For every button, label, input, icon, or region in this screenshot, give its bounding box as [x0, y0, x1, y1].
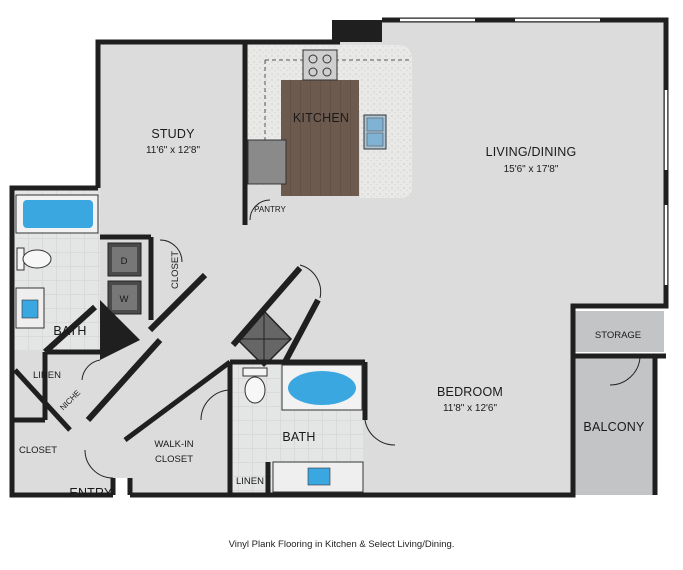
- living-dining-label: LIVING/DINING: [486, 145, 577, 159]
- washer-label: W: [120, 294, 129, 305]
- vanity-right-icon: [272, 461, 364, 493]
- wall-notch: [332, 20, 382, 42]
- balcony-label: BALCONY: [583, 420, 645, 434]
- dryer-icon: [107, 242, 142, 277]
- bath-right-label: BATH: [282, 430, 315, 444]
- kitchen-label: KITCHEN: [293, 111, 349, 125]
- linen-left-label: LINEN: [33, 370, 61, 381]
- footnote: Vinyl Plank Flooring in Kitchen & Select…: [228, 539, 455, 550]
- walls: [9, 17, 669, 498]
- kitchen-sink-icon: [363, 114, 387, 150]
- bath-left-label: BATH: [53, 324, 86, 338]
- kitchen-island: [281, 80, 359, 196]
- floor-area: [12, 20, 666, 495]
- closet-entry-label: CLOSET: [19, 445, 57, 456]
- doors: [81, 199, 641, 479]
- bedroom-label: BEDROOM: [437, 385, 503, 399]
- study-label: STUDY: [151, 127, 195, 141]
- bathtub-right-icon: [281, 364, 363, 411]
- storage-floor: [573, 311, 664, 352]
- walk-in-closet-label-1: WALK-IN: [154, 439, 193, 450]
- washer-icon: [107, 280, 142, 315]
- study-dims: 11'6" x 12'8": [146, 145, 201, 156]
- dryer-label: D: [121, 256, 128, 267]
- windows: [400, 18, 668, 285]
- balcony-floor: [573, 357, 655, 495]
- linen-right-label: LINEN: [236, 476, 264, 487]
- walk-in-closet-label-2: CLOSET: [155, 454, 193, 465]
- stove-icon: [302, 49, 338, 81]
- wall-notch-left: [100, 300, 140, 360]
- diagonal-walls: [42, 266, 321, 423]
- bedroom-dims: 11'8" x 12'6": [443, 403, 498, 414]
- entry-label: ENTRY: [69, 486, 113, 500]
- toilet-right-icon: [242, 367, 268, 404]
- vanity-left-icon: [15, 287, 45, 329]
- toilet-left-icon: [16, 247, 52, 271]
- storage-label: STORAGE: [595, 330, 641, 341]
- living-dining-dims: 15'6" x 17'8": [504, 164, 559, 175]
- pantry-label: PANTRY: [254, 205, 286, 214]
- bathtub-left-icon: [15, 194, 99, 234]
- closet-study-label: CLOSET: [170, 251, 181, 289]
- refrigerator-icon: [247, 139, 287, 185]
